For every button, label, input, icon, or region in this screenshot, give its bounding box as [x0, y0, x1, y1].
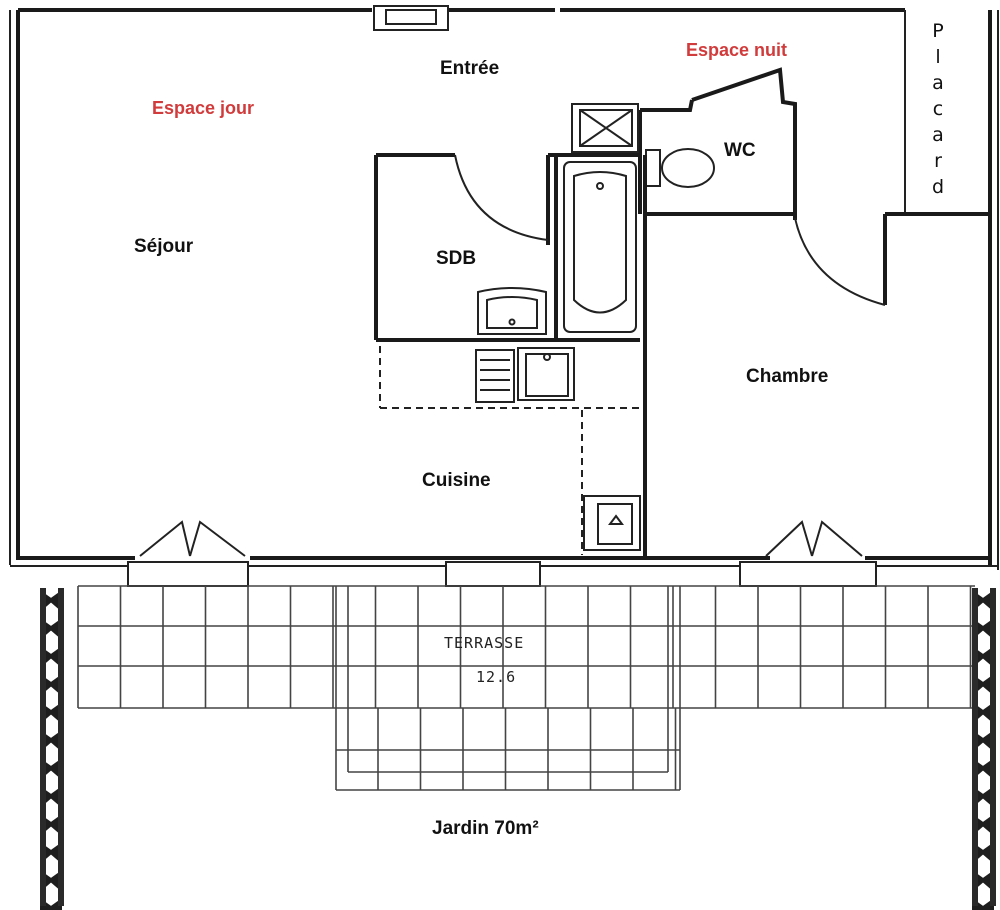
- cuisine-label: Cuisine: [422, 470, 491, 491]
- terrasse-label: TERRASSE: [444, 634, 525, 652]
- sejour-french-door: [127, 520, 249, 587]
- terrace-tiles: [77, 585, 975, 791]
- wc-walls: [638, 67, 797, 216]
- entry-door: [373, 5, 449, 31]
- placard-letter: d: [931, 176, 945, 198]
- placard-letter: a: [932, 124, 944, 146]
- kitchen-window: [445, 561, 541, 587]
- chambre-french-door: [739, 520, 877, 587]
- chambre-walls: [793, 212, 990, 306]
- placard-letter: r: [934, 150, 942, 172]
- wc-label: WC: [724, 140, 756, 161]
- kitchen: [379, 346, 641, 555]
- placard-letter: P: [932, 20, 944, 42]
- sejour-label: Séjour: [134, 236, 194, 257]
- placard-letter: c: [932, 98, 944, 120]
- hedge-stem: [40, 588, 46, 906]
- hedge-stem: [990, 588, 996, 906]
- sdb-walls: [374, 153, 647, 560]
- placard-label: P l a c a r d: [928, 18, 948, 200]
- entree-label: Entrée: [440, 58, 500, 79]
- garden-hedges: [40, 588, 996, 910]
- espace-nuit-label: Espace nuit: [686, 40, 788, 60]
- chambre-label: Chambre: [746, 366, 829, 387]
- sdb-label: SDB: [436, 248, 477, 269]
- duct-block: [571, 103, 639, 153]
- hedge-stem: [972, 588, 978, 906]
- terrasse-area: 12.6: [476, 668, 517, 686]
- placard-letter: l: [935, 46, 941, 68]
- jardin-label: Jardin 70m²: [432, 818, 539, 839]
- placard-letter: a: [932, 72, 944, 94]
- hedge-stem: [58, 588, 64, 906]
- espace-jour-label: Espace jour: [152, 98, 255, 118]
